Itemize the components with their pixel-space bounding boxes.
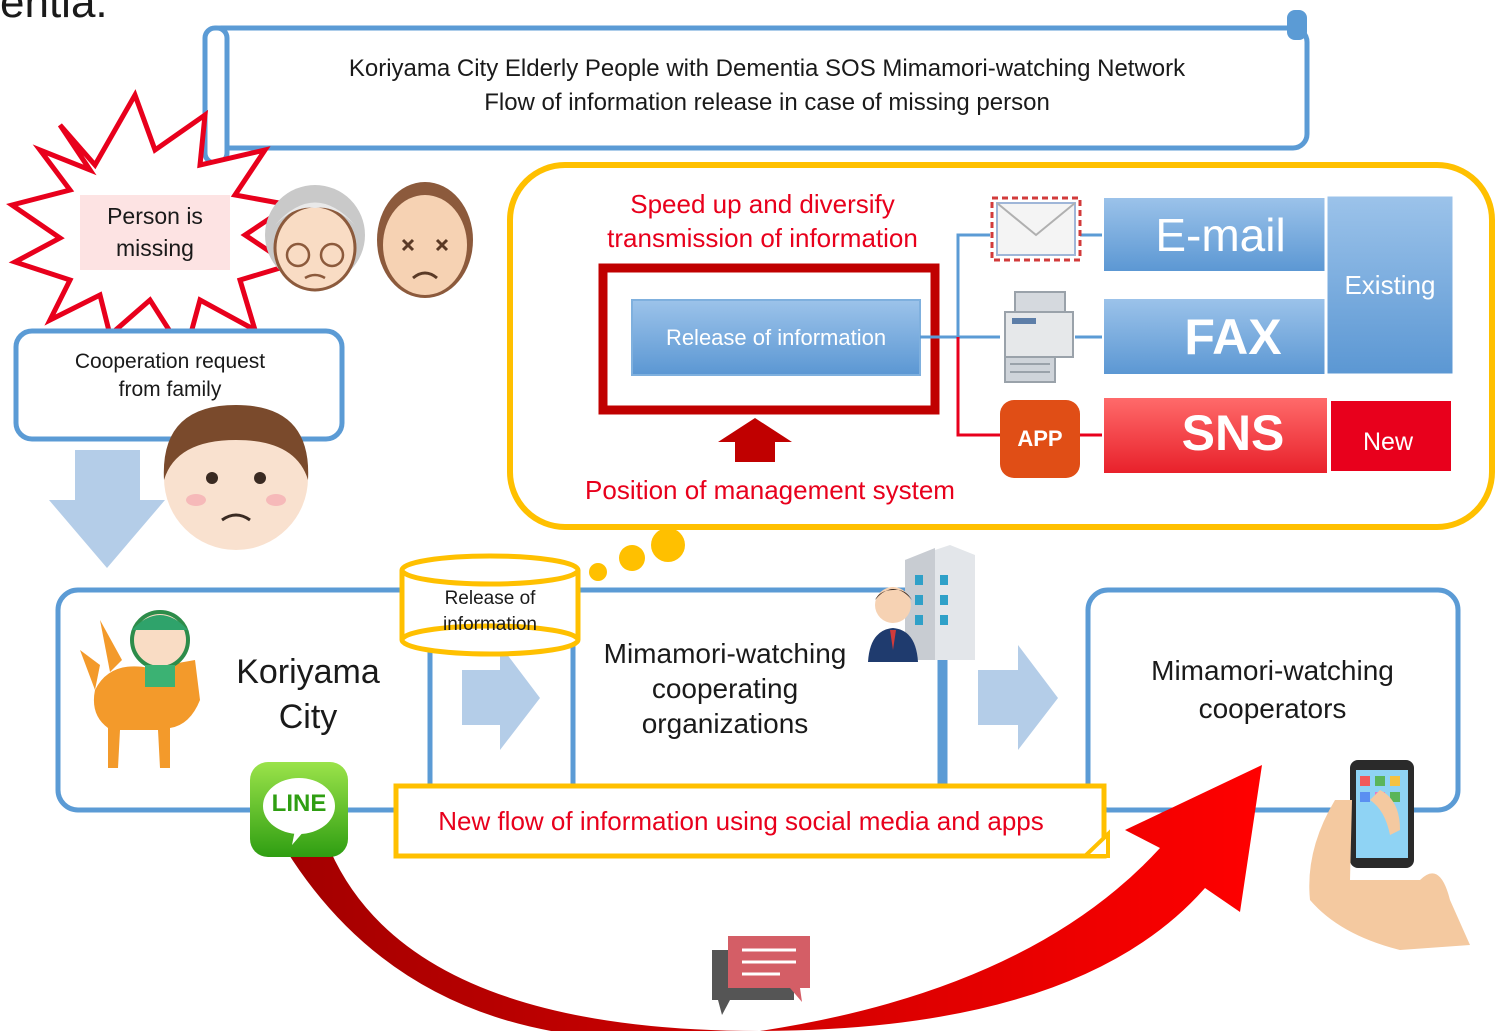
orgs-line-1: Mimamori-watching	[603, 638, 847, 669]
orgs-line-2: cooperating	[651, 673, 799, 704]
donkey-mascot-icon	[80, 610, 200, 768]
position-caption: Position of management system	[585, 475, 955, 505]
header-title: Koriyama City Elderly People with Dement…	[232, 52, 1302, 120]
worried-child-icon	[163, 405, 309, 550]
new-flow-label-box	[393, 783, 1110, 859]
line-icon-label: LINE	[271, 790, 327, 817]
thought-bubbles	[589, 528, 685, 581]
down-arrow	[49, 450, 165, 568]
existing-label: Existing	[1344, 269, 1436, 300]
cooperation-line-1: Cooperation request	[74, 350, 266, 373]
flow-arrow-2	[978, 645, 1058, 750]
orgs-label: Mimamori-watching cooperating organizati…	[580, 636, 870, 741]
city-line-2: City	[278, 698, 338, 736]
release-info-button[interactable]: Release of information	[665, 324, 887, 350]
envelope-icon	[990, 196, 1082, 262]
new-label: New	[1362, 427, 1413, 456]
header-line-2: Flow of information release in case of m…	[484, 89, 1050, 116]
elderly-woman-icon	[265, 185, 365, 292]
cylinder-line-1: Release of	[444, 588, 536, 609]
cooperation-label: Cooperation request from family	[20, 348, 320, 404]
fax-bar	[1102, 297, 1327, 376]
missing-line-1: Person is	[107, 203, 203, 229]
cooperation-line-2: from family	[118, 378, 222, 401]
cooperators-label: Mimamori-watching cooperators	[1110, 652, 1435, 728]
flow-arrow-1	[462, 645, 540, 750]
city-line-1: Koriyama	[236, 653, 380, 691]
fax-label: FAX	[1184, 308, 1282, 365]
header-line-1: Koriyama City Elderly People with Dement…	[348, 55, 1186, 82]
missing-burst-label: Person is missing	[80, 200, 230, 264]
app-icon	[1000, 400, 1080, 478]
office-building-icon	[868, 545, 975, 662]
system-headline: Speed up and diversify transmission of i…	[565, 187, 960, 255]
koriyama-city-label: Koriyama City	[218, 650, 398, 740]
chat-bubble-icon	[712, 936, 810, 1015]
sns-label: SNS	[1181, 405, 1285, 461]
new-flow-label: New flow of information using social med…	[438, 805, 1044, 836]
sns-bar	[1102, 396, 1329, 475]
elderly-man-icon	[377, 182, 473, 298]
release-cylinder	[399, 553, 581, 657]
fax-machine-icon	[1004, 291, 1074, 383]
up-arrow	[718, 418, 792, 462]
line-app-icon	[250, 762, 348, 857]
header-scroll-box	[202, 10, 1310, 166]
system-headline-line-2: transmission of information	[607, 223, 918, 253]
release-cylinder-label: Release of information	[405, 586, 575, 638]
app-icon-label: APP	[1017, 426, 1063, 451]
email-label: E-mail	[1155, 208, 1286, 261]
existing-block	[1324, 193, 1456, 377]
release-button-shape	[631, 299, 921, 376]
big-red-arrow	[286, 765, 1262, 1031]
new-block	[1329, 399, 1453, 473]
smartphone-hand-icon	[1309, 760, 1470, 950]
system-headline-line-1: Speed up and diversify	[630, 189, 895, 219]
missing-line-2: missing	[116, 235, 194, 261]
top-cut-text: entia.	[0, 0, 108, 27]
management-frame	[598, 263, 940, 415]
connector-lines	[920, 233, 1103, 437]
cylinder-line-2: information	[443, 614, 537, 635]
orgs-line-3: organizations	[641, 708, 809, 739]
cooperators-line-2: cooperators	[1198, 693, 1347, 724]
cooperators-line-1: Mimamori-watching	[1151, 655, 1394, 686]
